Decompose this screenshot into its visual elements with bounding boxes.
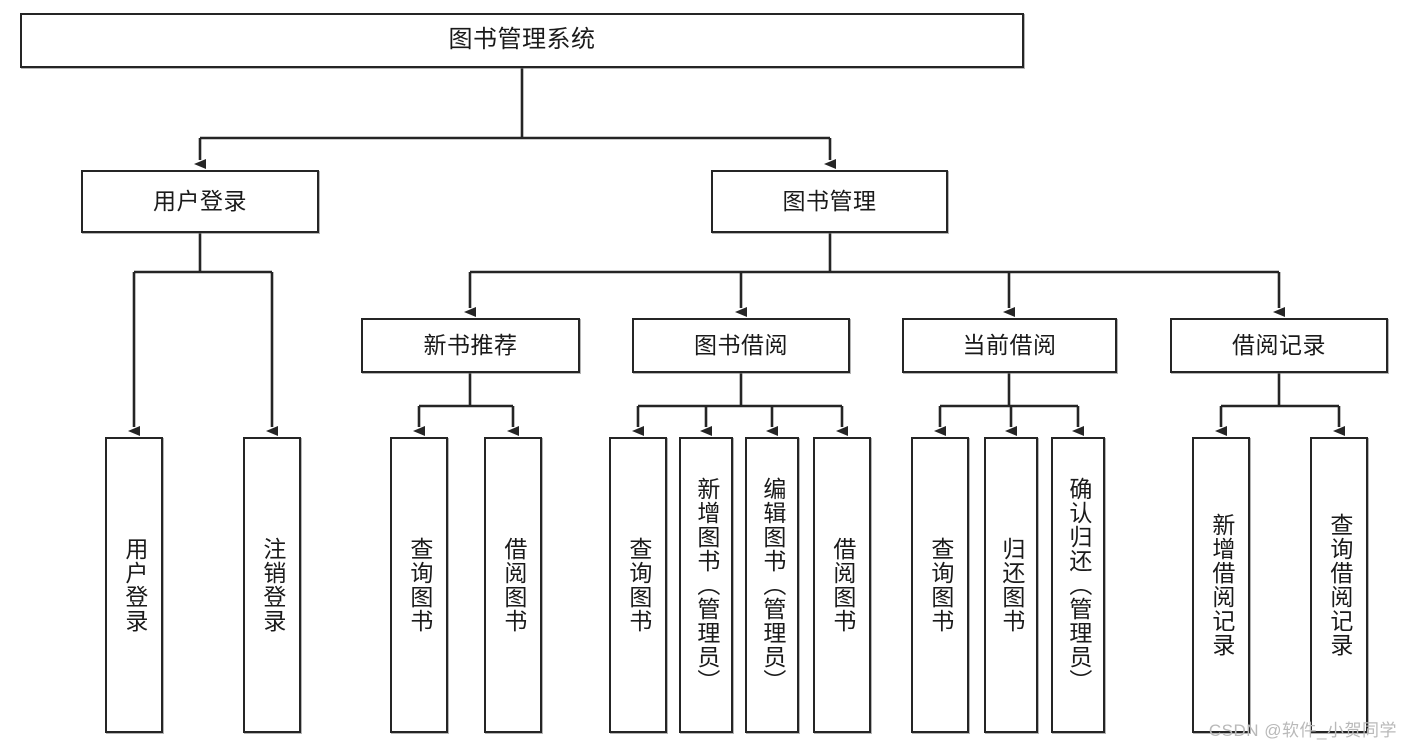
node-user-login-label: 用户登录 (153, 187, 247, 214)
node-leaf-query-book-borrow-label: 查询图书 (625, 537, 652, 633)
node-leaf-borrow-book[interactable]: 借阅图书 (813, 437, 871, 733)
node-leaf-query-book-rec-label: 查询图书 (406, 537, 433, 633)
node-root-label: 图书管理系统 (448, 26, 596, 54)
node-leaf-logout[interactable]: 注销登录 (243, 437, 301, 733)
node-leaf-query-book-borrow[interactable]: 查询图书 (609, 437, 667, 733)
node-leaf-query-book-current[interactable]: 查询图书 (911, 437, 969, 733)
node-new-book-recommend[interactable]: 新书推荐 (361, 318, 580, 373)
node-book-borrow-label: 图书借阅 (694, 331, 788, 358)
node-leaf-edit-book-admin-label: 编辑图书（管理员） (759, 477, 786, 693)
node-book-manage-label: 图书管理 (782, 187, 877, 214)
node-user-login[interactable]: 用户登录 (81, 170, 319, 233)
node-book-manage[interactable]: 图书管理 (711, 170, 948, 233)
csdn-watermark: CSDN @软件_小贺同学 (1208, 721, 1397, 740)
node-leaf-add-book-admin-label: 新增图书（管理员） (693, 477, 720, 693)
node-new-book-recommend-label: 新书推荐 (423, 331, 518, 358)
node-leaf-borrow-book-rec[interactable]: 借阅图书 (484, 437, 542, 733)
node-leaf-return-book-label: 归还图书 (998, 537, 1025, 633)
node-leaf-add-borrow-record[interactable]: 新增借阅记录 (1192, 437, 1250, 733)
node-leaf-query-book-rec[interactable]: 查询图书 (390, 437, 448, 733)
node-leaf-add-book-admin[interactable]: 新增图书（管理员） (679, 437, 733, 733)
node-leaf-query-borrow-record-label: 查询借阅记录 (1326, 513, 1353, 657)
node-leaf-query-book-current-label: 查询图书 (927, 537, 954, 633)
node-leaf-add-borrow-record-label: 新增借阅记录 (1208, 513, 1235, 657)
node-leaf-logout-label: 注销登录 (259, 537, 286, 633)
node-leaf-confirm-return-admin-label: 确认归还（管理员） (1065, 477, 1092, 693)
node-leaf-user-login-label: 用户登录 (121, 537, 148, 633)
node-book-borrow[interactable]: 图书借阅 (632, 318, 850, 373)
node-root[interactable]: 图书管理系统 (20, 13, 1024, 68)
node-borrow-records[interactable]: 借阅记录 (1170, 318, 1388, 373)
node-leaf-edit-book-admin[interactable]: 编辑图书（管理员） (745, 437, 799, 733)
node-current-borrow-label: 当前借阅 (962, 331, 1057, 358)
node-leaf-return-book[interactable]: 归还图书 (984, 437, 1038, 733)
node-current-borrow[interactable]: 当前借阅 (902, 318, 1117, 373)
node-leaf-borrow-book-label: 借阅图书 (829, 537, 856, 633)
node-leaf-user-login[interactable]: 用户登录 (105, 437, 163, 733)
node-leaf-query-borrow-record[interactable]: 查询借阅记录 (1310, 437, 1368, 733)
node-borrow-records-label: 借阅记录 (1232, 331, 1326, 358)
node-leaf-borrow-book-rec-label: 借阅图书 (500, 537, 527, 633)
node-leaf-confirm-return-admin[interactable]: 确认归还（管理员） (1051, 437, 1105, 733)
